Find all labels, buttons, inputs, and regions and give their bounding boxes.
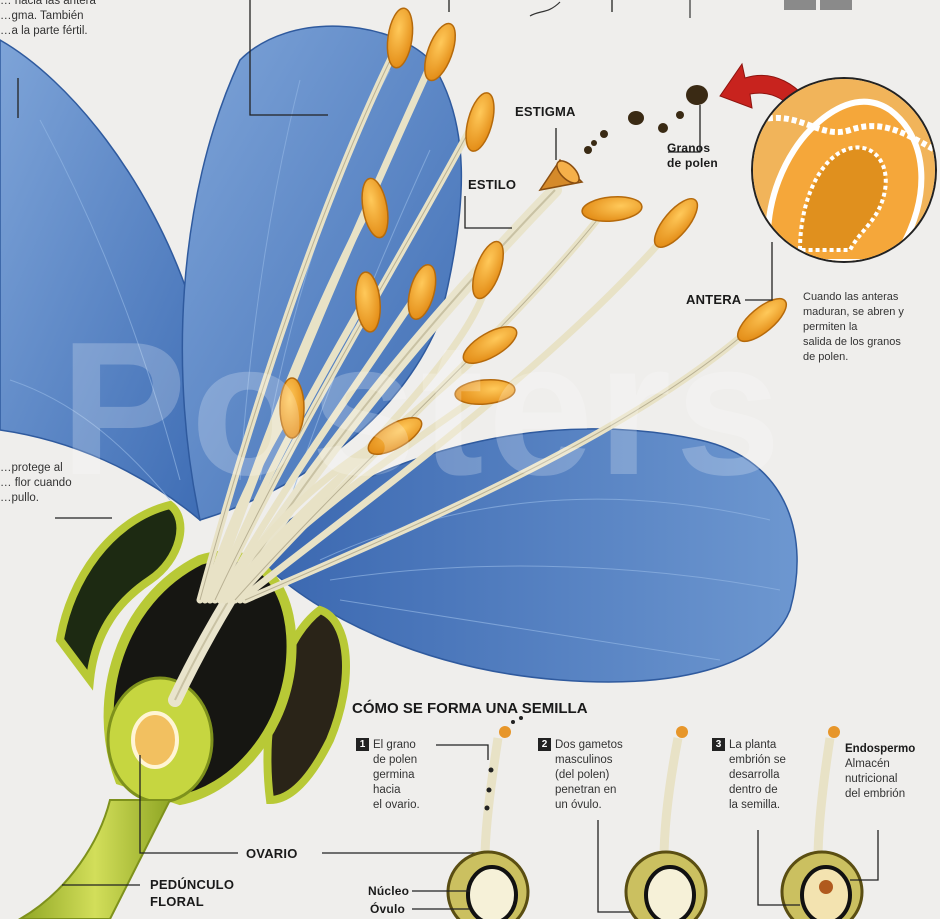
caption-top-left: … hacia las antera …gma. También …a la p… (0, 0, 96, 39)
label-granos-polen: Granos de polen (667, 141, 718, 171)
seed-step-2: 2 Dos gametos masculinos (del polen) pene… (538, 738, 623, 813)
endosperm-title: Endospermo (845, 742, 915, 757)
seed-step-3: 3 La planta embrión se desarrolla dentro … (712, 738, 786, 813)
label-pedunculo: PEDÚNCULO FLORAL (150, 876, 234, 910)
anther-cross-section (752, 78, 936, 262)
petal-left (0, 40, 208, 520)
label-ovario: OVARIO (246, 846, 298, 861)
peduncle (20, 800, 170, 919)
seed-section-title: CÓMO SE FORMA UNA SEMILLA (352, 700, 588, 717)
endosperm-text: Almacén nutricional del embrión (845, 757, 915, 802)
step-text: El grano de polen germina hacia el ovari… (373, 738, 420, 813)
seed-stage-2 (626, 726, 706, 919)
label-estigma: ESTIGMA (515, 104, 576, 119)
label-nucleo: Núcleo (368, 884, 409, 898)
step-number: 3 (712, 738, 725, 751)
caption-mid-left: …protege al … flor cuando …pullo. (0, 461, 72, 506)
step-text: La planta embrión se desarrolla dentro d… (729, 738, 786, 813)
label-antera: ANTERA (686, 292, 741, 307)
step-number: 1 (356, 738, 369, 751)
step-number: 2 (538, 738, 551, 751)
caption-antera: Cuando las anteras maduran, se abren y p… (803, 290, 904, 365)
step-text: Dos gametos masculinos (del polen) penet… (555, 738, 623, 813)
endosperm-note: Endospermo Almacén nutricional del embri… (845, 742, 915, 802)
seed-step-1: 1 El grano de polen germina hacia el ovar… (356, 738, 420, 813)
label-ovulo: Óvulo (370, 902, 405, 916)
label-estilo: ESTILO (468, 177, 516, 192)
